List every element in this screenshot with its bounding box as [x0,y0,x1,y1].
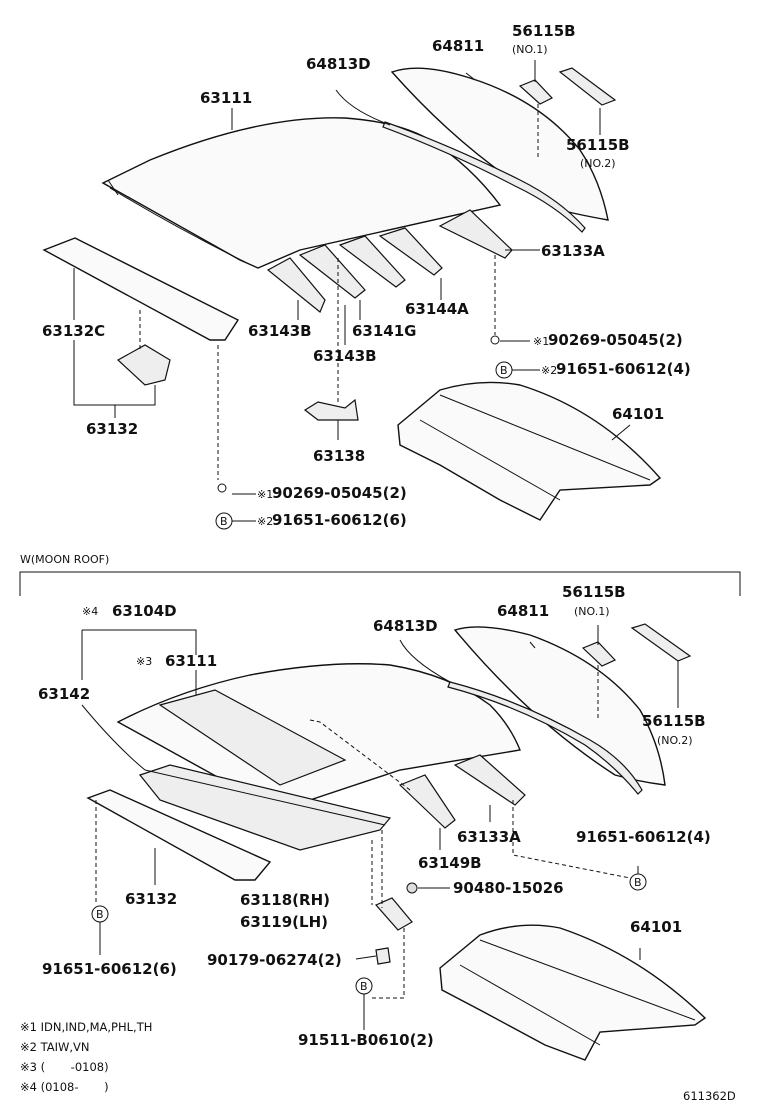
label-56115b-no1-moonroof: 56115B [562,583,626,601]
label-63132: 63132 [86,420,138,438]
rear-rail-63133a-moonroof [453,754,526,806]
label-64813d: 64813D [306,55,371,73]
label-63111: 63111 [200,89,252,107]
label-63144a: 63144A [405,300,469,318]
b-marker-moonroof-left: B [91,905,109,923]
label-63143b-2: 63143B [313,347,377,365]
label-91511: 91511-B0610(2) [298,1031,434,1049]
label-63132c: 63132C [42,322,105,340]
label-64811-moonroof: 64811 [497,602,549,620]
label-56115b-no2-moonroof: 56115B [642,712,706,730]
label-mark-3: ※3 [136,655,152,668]
package-tray-64101-moonroof [439,924,707,1061]
footnote-4: ※4 (0108- ) [20,1080,109,1094]
label-mark-2a: ※2 [541,364,557,377]
footnote-3: ※3 ( -0108) [20,1060,109,1074]
roof-bow-63143b-2 [338,235,406,288]
svg-text:B: B [220,515,228,528]
label-91651-a: 91651-60612(4) [556,360,691,378]
front-header-63132c [42,237,240,341]
label-63133a-moonroof: 63133A [457,828,521,846]
clip-56115b-no1-moonroof [581,641,617,667]
svg-text:B: B [634,876,642,889]
label-mark-1b: ※1 [257,488,273,501]
moonroof-roof-panel [116,663,521,811]
svg-text:B: B [96,908,104,921]
label-56115b-no2: 56115B [566,136,630,154]
clip-56115b-no1 [518,79,553,105]
b-marker-top-left: B [215,512,233,530]
label-56115b-no1: 56115B [512,22,576,40]
weatherstrip-64813d-moonroof [447,681,643,795]
front-header-63132-moonroof [86,789,272,881]
label-63138: 63138 [313,447,365,465]
label-64811: 64811 [432,37,484,55]
svg-text:B: B [360,980,368,993]
label-63142: 63142 [38,685,90,703]
label-56115b-no2-sub-moonroof: (NO.2) [657,734,693,747]
label-63104d: 63104D [112,602,177,620]
diagram-id: 611362D [683,1089,736,1103]
bracket-63138 [303,398,359,421]
label-63119: 63119(LH) [240,913,328,931]
label-64101-moonroof: 64101 [630,918,682,936]
label-56115b-no1-sub-moonroof: (NO.1) [574,605,610,618]
footnote-1: ※1 IDN,IND,MA,PHL,TH [20,1020,152,1034]
footnote-2: ※2 TAIW,VN [20,1040,90,1054]
label-63141g: 63141G [352,322,417,340]
clip-90480 [406,882,418,894]
label-56115b-no1-sub: (NO.1) [512,43,548,56]
roof-bow-63143b [266,257,326,313]
weatherstrip-64813d [382,121,586,233]
label-63132-moonroof: 63132 [125,890,177,908]
label-56115b-no2-sub: (NO.2) [580,157,616,170]
label-91651-60612-6: 91651-60612(6) [42,960,177,978]
roof-panel-63111 [101,117,502,269]
label-90480: 90480-15026 [453,879,564,897]
label-63111-moonroof: 63111 [165,652,217,670]
rear-glass-64811-moonroof [453,626,666,786]
label-90269-a: 90269-05045(2) [548,331,683,349]
b-marker-top-right: B [495,361,513,379]
clip-56115b-no2 [558,67,617,106]
roof-bow-63149b [398,774,456,829]
sunroof-housing-63142 [138,764,392,851]
label-63149b: 63149B [418,854,482,872]
b-marker-moonroof-right: B [629,873,647,891]
package-tray-64101 [397,381,662,521]
label-64101: 64101 [612,405,664,423]
clip-56115b-no2-moonroof [630,623,692,662]
svg-text:B: B [500,364,508,377]
label-64813d-moonroof: 64813D [373,617,438,635]
drain-hose-63118-63119 [375,897,413,931]
label-mark-1a: ※1 [533,335,549,348]
grommet-90179 [375,947,391,965]
rear-rail-63133a [438,209,513,259]
label-mark-2b: ※2 [257,515,273,528]
label-63118: 63118(RH) [240,891,330,909]
label-90269-b: 90269-05045(2) [272,484,407,502]
b-marker-moonroof-bottom: B [355,977,373,995]
section-title-moonroof: W(MOON ROOF) [20,553,109,566]
roof-bow-63141g [298,244,366,299]
label-90179: 90179-06274(2) [207,951,342,969]
roof-bow-63144a [378,227,443,276]
label-mark-4: ※4 [82,605,98,618]
label-91651-b: 91651-60612(6) [272,511,407,529]
label-63143b: 63143B [248,322,312,340]
bracket-63132 [116,344,171,386]
label-63133a: 63133A [541,242,605,260]
label-91651-60612-4: 91651-60612(4) [576,828,711,846]
